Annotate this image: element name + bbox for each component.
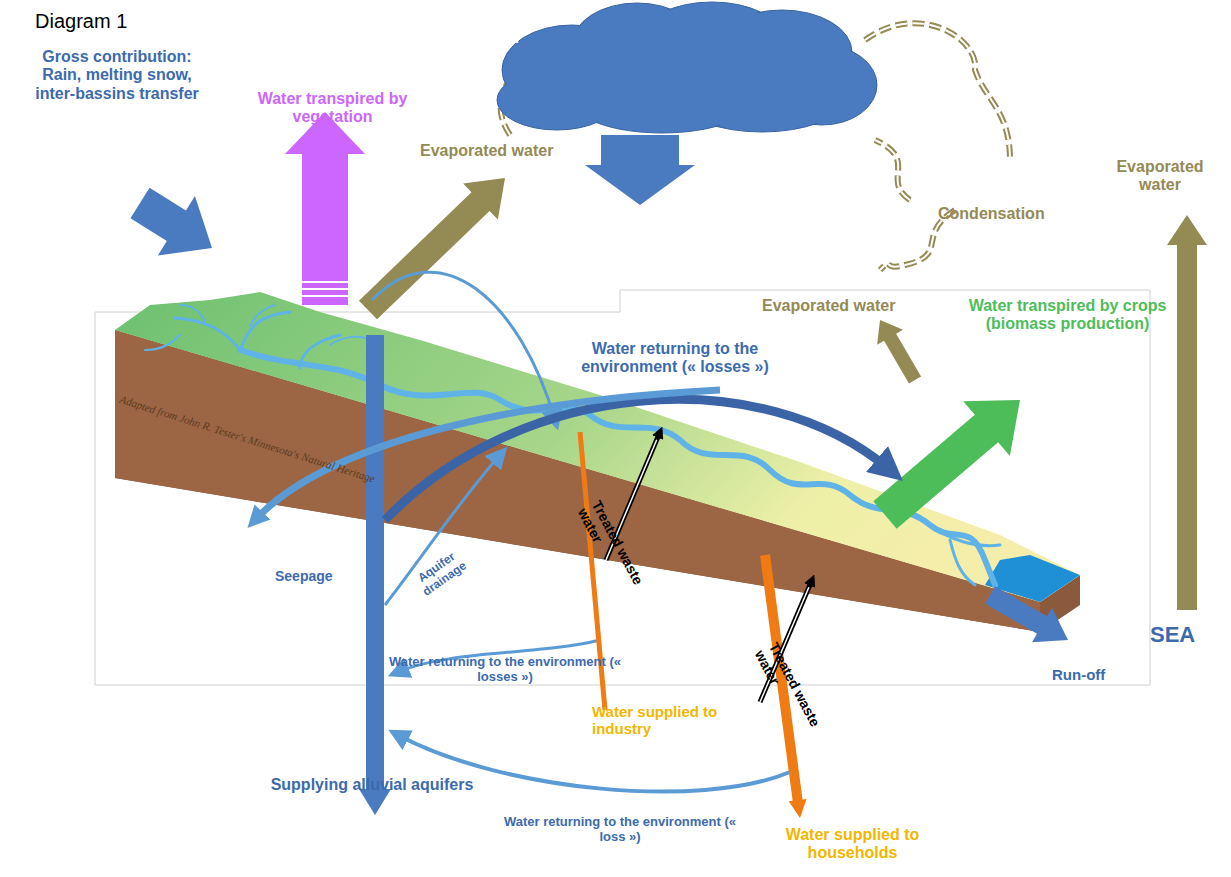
crop-transpiration-arrow [873, 400, 1020, 529]
return-arrow [372, 272, 555, 420]
evaporation-label: Evaporated water [762, 297, 922, 315]
soil-front [115, 330, 1040, 632]
evaporation-arrow [359, 178, 505, 319]
landscape [95, 290, 1150, 685]
rain-cloud: Rain [462, 0, 887, 135]
sea-evaporation-arrow [1167, 215, 1207, 610]
runoff-arrow [985, 586, 1068, 642]
industry-label: Water supplied to industry [592, 703, 762, 738]
seepage-label: Seepage [275, 568, 355, 584]
evaporation-label: Evaporated water [1105, 158, 1215, 195]
node-text: Rain [482, 27, 519, 48]
frame-outline [95, 290, 1150, 685]
sea-label: SEA [1150, 622, 1220, 647]
land-surface [115, 292, 1080, 602]
evaporation-label: Evaporated water [420, 142, 580, 160]
aquifer-label: Supplying alluvial aquifers [262, 776, 482, 794]
transpiration-arrow [285, 112, 365, 305]
households-label: Water supplied to households [760, 826, 945, 863]
crops-label: Water transpired by crops (biomass produ… [960, 297, 1175, 334]
transpiration-stripes [302, 282, 348, 296]
runoff-label: Run-off [1052, 666, 1132, 683]
evaporation-arrow [877, 320, 921, 384]
return-label: Water returning to the environment (« lo… [560, 340, 790, 377]
inflow-label: Gross contribution: Rain, melting snow, … [22, 48, 212, 103]
soil-face [115, 330, 1080, 632]
inflow-arrow [130, 188, 212, 256]
condensation-label: Condensation [938, 205, 1088, 223]
return-label: Water returning to the environment (« lo… [495, 815, 745, 845]
seepage-arrow [359, 335, 391, 815]
vapour-loops [501, 23, 1010, 270]
return-label: Water returning to the environment (« lo… [385, 655, 625, 685]
diagram-title: Diagram 1 [35, 10, 127, 33]
rain-arrow [585, 135, 695, 205]
vegetation-label: Water transpired by vegetation [240, 90, 425, 127]
cloud-shape [462, 0, 887, 135]
